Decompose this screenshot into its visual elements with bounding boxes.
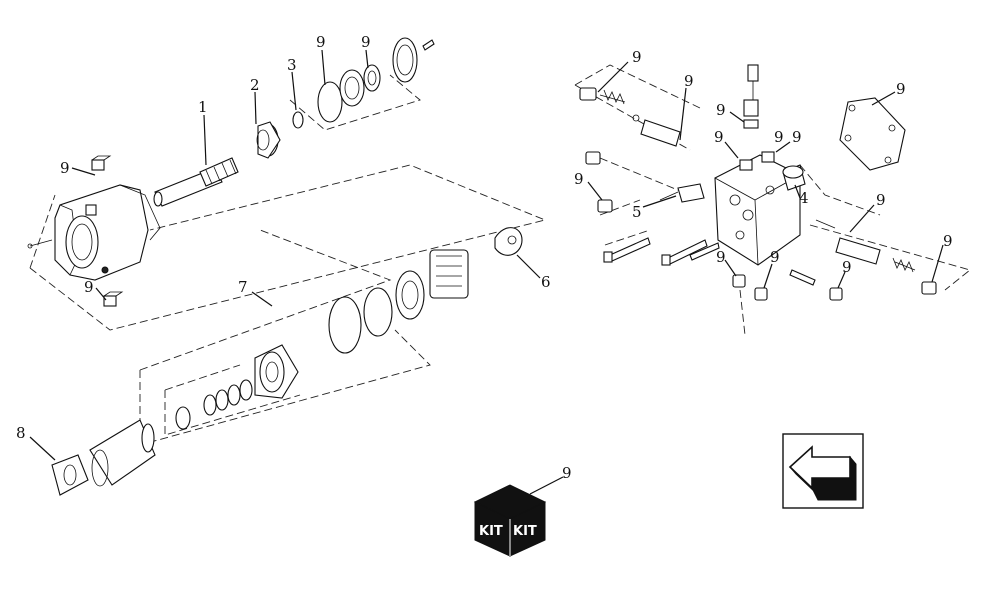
callout-9-f: 9	[684, 72, 694, 90]
callout-9-k: 9	[896, 80, 906, 98]
plug-a	[585, 151, 613, 213]
valve-body	[714, 151, 801, 266]
callout-9-g: 9	[716, 101, 726, 119]
o-ring	[317, 81, 343, 123]
fitting-5	[659, 183, 705, 203]
cylinder-barrel	[254, 344, 299, 399]
spool-right	[815, 219, 937, 295]
left-pump-assembly	[27, 37, 547, 496]
callout-9-m: 9	[876, 191, 886, 209]
callout-9-p: 9	[770, 248, 780, 266]
callout-9-c: 9	[60, 159, 70, 177]
callout-3: 3	[287, 56, 297, 74]
callout-9-o: 9	[716, 248, 726, 266]
callout-4: 4	[799, 189, 809, 207]
callout-7: 7	[238, 278, 248, 296]
small-pin	[789, 269, 816, 286]
plug-lower-2	[754, 287, 768, 301]
plug-lower-1	[732, 274, 746, 288]
plug-bottom	[103, 291, 124, 307]
plug-top	[91, 155, 112, 171]
piston-block	[429, 249, 469, 299]
kit-box-icon[interactable]: KIT KIT	[473, 476, 564, 557]
callout-9-q: 9	[842, 258, 852, 276]
small-screw	[422, 39, 435, 51]
end-cover	[89, 419, 156, 487]
long-bolts	[603, 237, 720, 266]
swash-plate	[328, 296, 362, 354]
callout-9-b: 9	[361, 33, 371, 51]
kit-label-left: KIT	[479, 524, 503, 539]
port-plate	[494, 227, 523, 256]
cap-plug	[782, 164, 806, 191]
shaft-seal	[339, 69, 365, 107]
spool-left	[579, 87, 681, 147]
flange-plate	[51, 454, 89, 496]
top-valve-stack	[743, 64, 759, 129]
retainer-plate	[395, 270, 425, 320]
callout-9-h: 9	[714, 128, 724, 146]
callout-5: 5	[632, 203, 642, 221]
callout-9-kit: 9	[562, 464, 572, 482]
back-arrow-icon[interactable]	[782, 433, 864, 509]
callout-8: 8	[16, 424, 26, 442]
plug-lower-3	[829, 287, 843, 301]
drive-shaft	[153, 157, 239, 207]
callout-9-a: 9	[316, 33, 326, 51]
kit-label-right: KIT	[513, 524, 537, 539]
bearing	[256, 121, 281, 159]
spacer-ring	[175, 406, 191, 430]
snap-ring	[292, 111, 304, 129]
thrust-washer	[392, 37, 418, 83]
seal-ring	[363, 64, 381, 92]
callout-6: 6	[541, 273, 551, 291]
swash-ring	[363, 287, 393, 337]
gasket	[839, 97, 906, 171]
callout-9-n: 9	[943, 232, 953, 250]
callout-9-l: 9	[574, 170, 584, 188]
callout-2: 2	[250, 76, 260, 94]
spring-set	[203, 379, 253, 416]
callout-9-j: 9	[792, 128, 802, 146]
callout-1: 1	[198, 98, 208, 116]
right-valve-assembly	[574, 61, 971, 336]
callout-9-e: 9	[632, 48, 642, 66]
pump-housing	[27, 184, 161, 281]
callout-9-i: 9	[774, 128, 784, 146]
callout-9-d: 9	[84, 278, 94, 296]
